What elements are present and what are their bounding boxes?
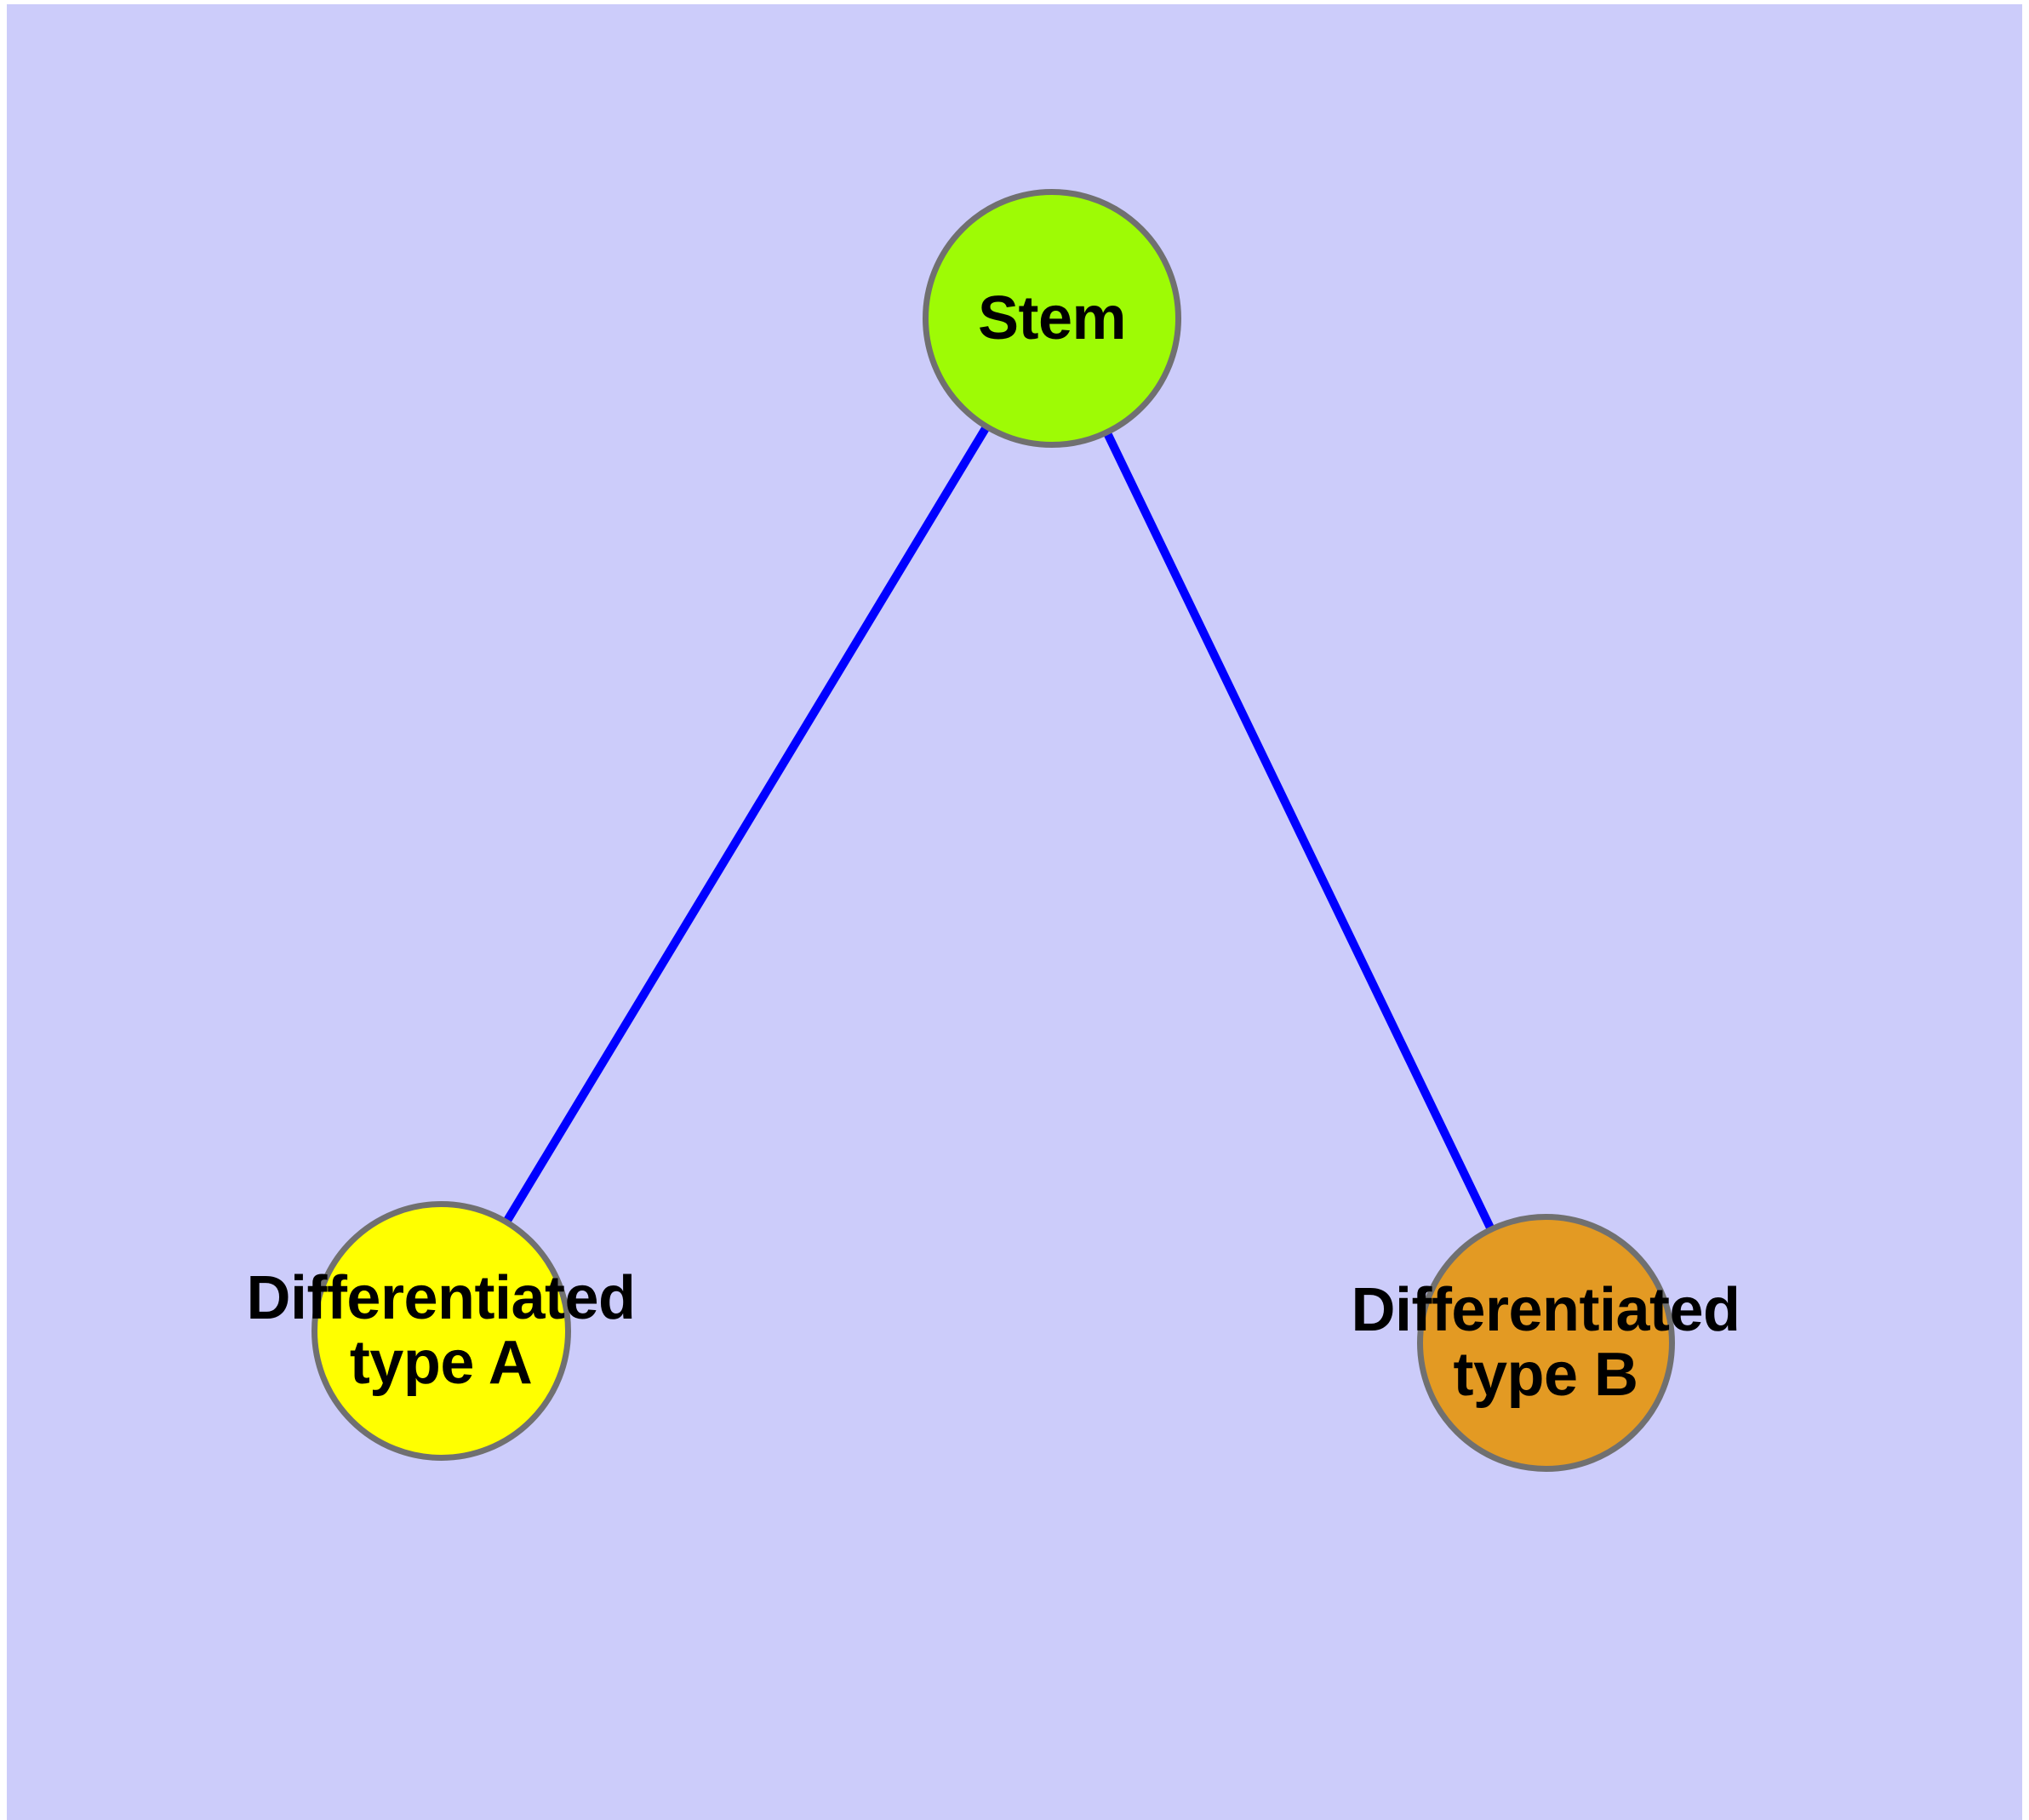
node-differentiated-type-a[interactable] (311, 1200, 571, 1461)
node-differentiated-type-b[interactable] (1416, 1213, 1675, 1472)
edge-stem-to-diff-a[interactable] (502, 424, 991, 1225)
node-stem[interactable] (923, 189, 1181, 448)
edge-stem-to-diff-b[interactable] (1102, 430, 1495, 1232)
